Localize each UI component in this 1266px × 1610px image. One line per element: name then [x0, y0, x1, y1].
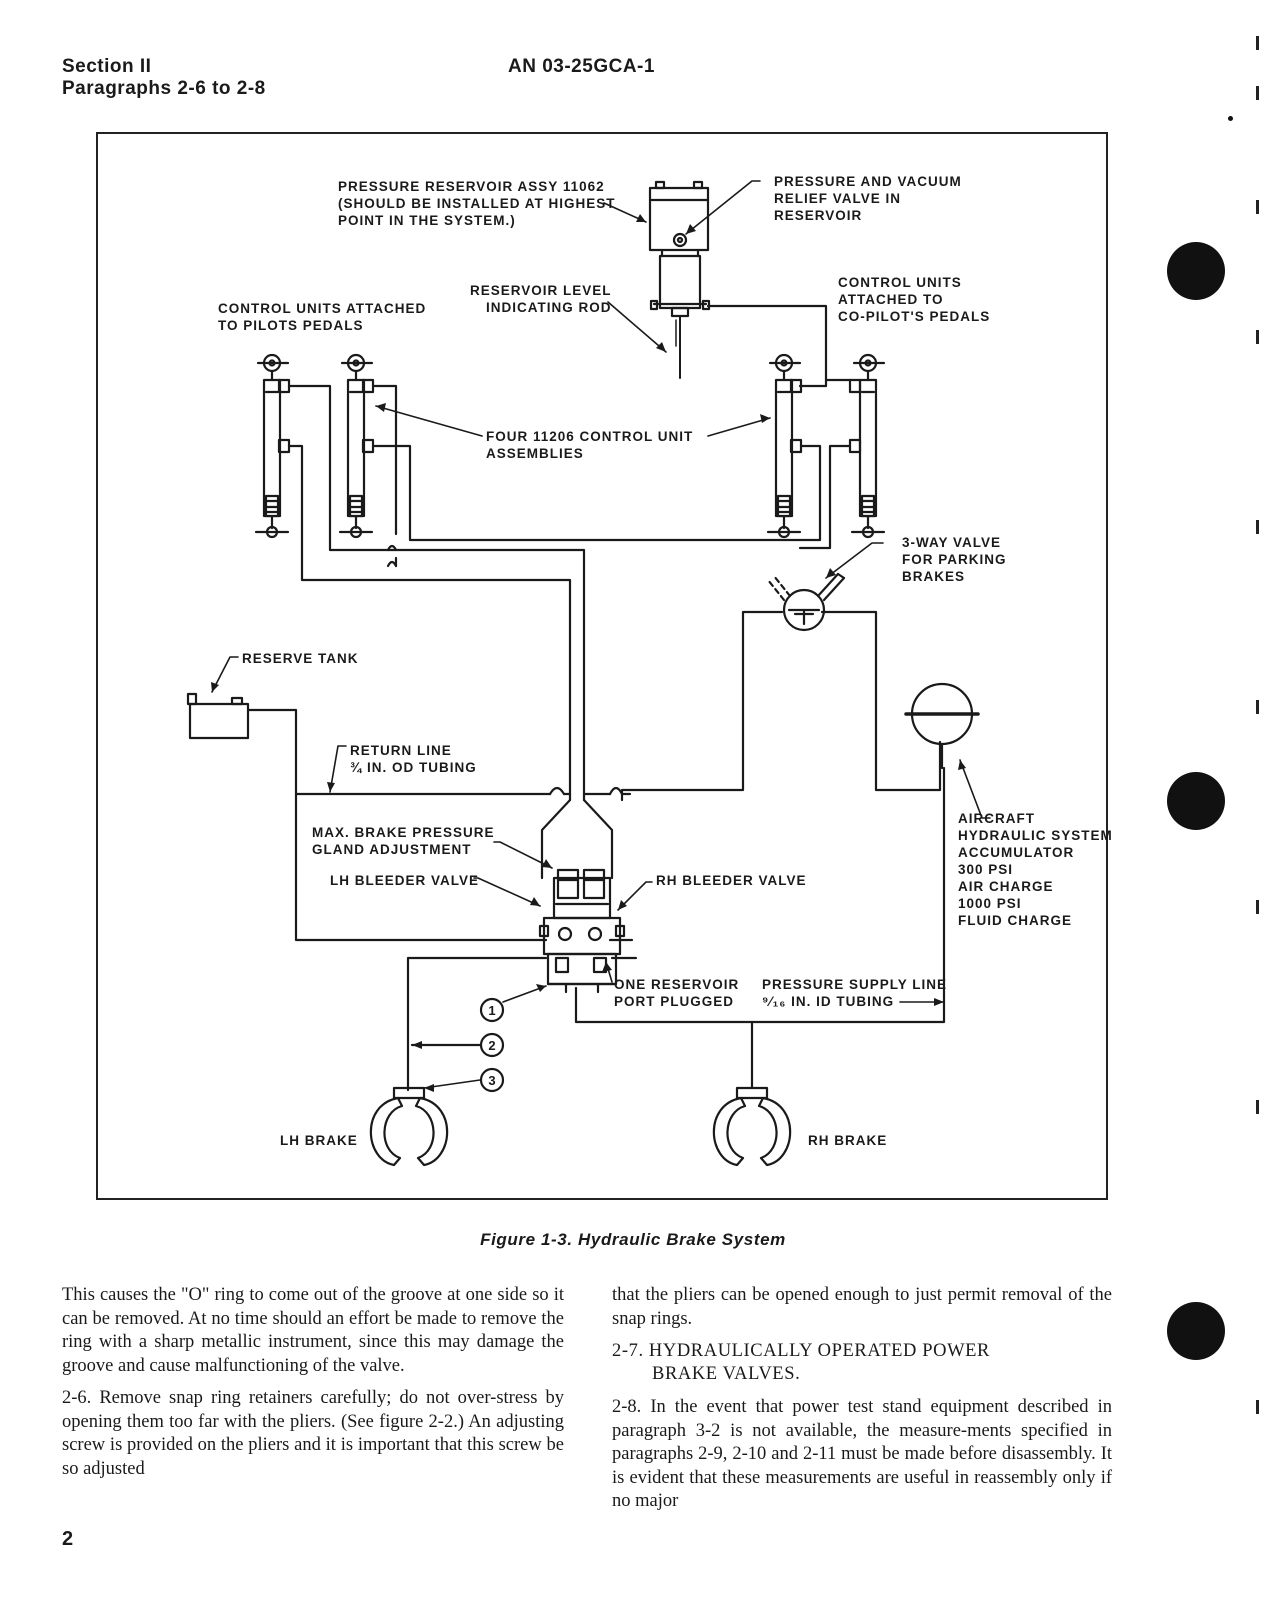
binder-hole-bottom — [1167, 1302, 1225, 1360]
pressure-reservoir — [648, 180, 711, 379]
binder-hole-middle — [1167, 772, 1225, 830]
callout-1: 1 — [488, 1003, 495, 1018]
section-heading-2-7: 2-7. HYDRAULICALLY OPERATED POWER BRAKE … — [612, 1340, 1112, 1386]
brake-valve-assembly — [538, 868, 626, 994]
label-one-reservoir-port: ONE RESERVOIR PORT PLUGGED — [614, 977, 740, 1009]
label-max-brake-pressure: MAX. BRAKE PRESSURE GLAND ADJUSTMENT — [312, 825, 495, 857]
accumulator — [904, 682, 980, 770]
control-unit-copilot-2 — [848, 353, 886, 539]
control-unit-copilot-1 — [766, 353, 803, 539]
label-level-rod: RESERVOIR LEVEL INDICATING ROD — [470, 283, 612, 315]
paragraph-2-8: 2-8. In the event that power test stand … — [612, 1397, 1112, 1511]
edge-dot — [1228, 116, 1233, 121]
label-three-way-valve: 3-WAY VALVE FOR PARKING BRAKES — [902, 535, 1007, 584]
callout-3: 3 — [488, 1073, 495, 1088]
label-rh-bleeder-valve: RH BLEEDER VALVE — [656, 873, 807, 888]
control-unit-pilot-1 — [254, 353, 291, 539]
label-pressure-reservoir: PRESSURE RESERVOIR ASSY 11062 (SHOULD BE… — [338, 179, 616, 228]
label-four-control-units: FOUR 11206 CONTROL UNIT ASSEMBLIES — [486, 429, 694, 461]
edge-mark — [1256, 520, 1259, 534]
section-title: Section II — [62, 56, 152, 77]
three-way-valve — [766, 572, 846, 632]
rh-brake — [712, 1086, 792, 1167]
label-relief-valve: PRESSURE AND VACUUM RELIEF VALVE IN RESE… — [774, 174, 962, 223]
control-unit-pilot-2 — [338, 353, 375, 539]
reserve-tank — [186, 692, 250, 740]
paragraph-range: Paragraphs 2-6 to 2-8 — [62, 78, 266, 99]
label-accumulator: AIRCRAFT HYDRAULIC SYSTEM ACCUMULATOR 30… — [958, 811, 1113, 928]
edge-mark — [1256, 86, 1259, 100]
figure-caption: Figure 1-3. Hydraulic Brake System — [480, 1230, 786, 1249]
edge-mark — [1256, 700, 1259, 714]
edge-mark — [1256, 1100, 1259, 1114]
label-lh-bleeder-valve: LH BLEEDER VALVE — [330, 873, 480, 888]
paragraph: that the pliers can be opened enough to … — [612, 1285, 1112, 1329]
edge-mark — [1256, 330, 1259, 344]
label-control-units-pilot: CONTROL UNITS ATTACHED TO PILOTS PEDALS — [218, 301, 427, 333]
edge-mark — [1256, 1400, 1259, 1414]
heading-line: BRAKE VALVES. — [652, 1364, 801, 1384]
page-number: 2 — [62, 1528, 74, 1550]
paragraph-2-6: 2-6. Remove snap ring retainers carefull… — [62, 1388, 564, 1479]
label-pressure-supply-line: PRESSURE SUPPLY LINE ⁹⁄₁₆ IN. ID TUBING — [762, 977, 948, 1009]
binder-hole-top — [1167, 242, 1225, 300]
paragraph: This causes the "O" ring to come out of … — [62, 1285, 564, 1376]
lh-brake — [369, 1086, 449, 1167]
section-header: Section II Paragraphs 2-6 to 2-8 — [62, 56, 266, 100]
heading-line: 2-7. HYDRAULICALLY OPERATED POWER — [612, 1341, 990, 1361]
label-control-units-copilot: CONTROL UNITS ATTACHED TO CO-PILOT'S PED… — [838, 275, 991, 324]
edge-mark — [1256, 36, 1259, 50]
label-rh-brake: RH BRAKE — [808, 1133, 888, 1148]
figure-frame — [96, 132, 1108, 1200]
label-reserve-tank: RESERVE TANK — [242, 651, 359, 666]
document-number: AN 03-25GCA-1 — [508, 56, 655, 77]
edge-mark — [1256, 900, 1259, 914]
callout-2: 2 — [488, 1038, 495, 1053]
label-lh-brake: LH BRAKE — [280, 1133, 358, 1148]
text-column-right: that the pliers can be opened enough to … — [612, 1284, 1112, 1523]
text-column-left: This causes the "O" ring to come out of … — [62, 1284, 564, 1490]
edge-mark — [1256, 200, 1259, 214]
label-return-line: RETURN LINE ¾ IN. OD TUBING — [350, 743, 477, 775]
